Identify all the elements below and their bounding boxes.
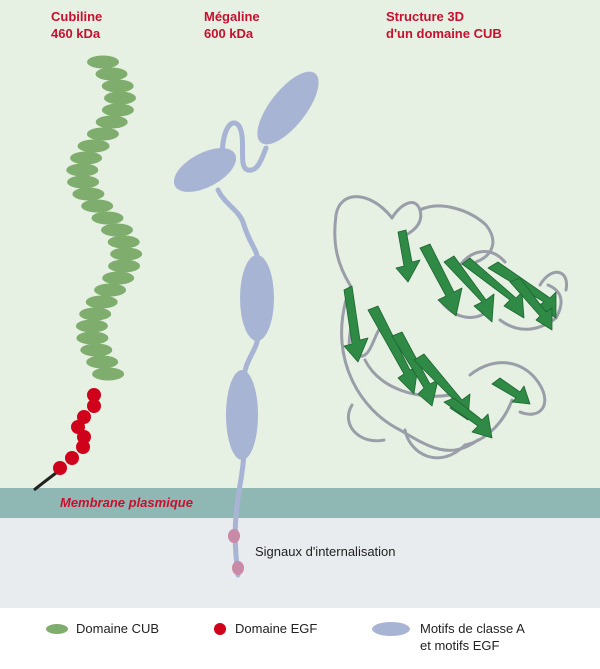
cub-domain <box>79 307 112 321</box>
legend-label-cub: Domaine CUB <box>76 621 160 636</box>
cubilin-molecule <box>33 55 143 492</box>
cub-domain <box>72 187 105 201</box>
egf-domain-swatch <box>214 623 226 635</box>
megalin-molecule <box>173 71 319 578</box>
megalin-stalk <box>215 187 261 578</box>
egf-domain <box>87 399 101 413</box>
internalisation-signal-2 <box>232 561 244 575</box>
legend-item-cub: Domaine CUB <box>46 620 159 637</box>
megalin-lobe-middle <box>240 255 274 341</box>
megalin-title: Mégaline 600 kDa <box>204 8 260 42</box>
megalin-lobe-upper <box>257 71 319 145</box>
cub-domain <box>101 223 133 237</box>
cub-domain <box>101 79 134 93</box>
megalin-lobe-lower <box>226 370 258 460</box>
legend-item-class-a: Motifs de classe A et motifs EGF <box>372 620 525 654</box>
cub-domain <box>102 271 135 285</box>
cub-domain-structure <box>333 195 569 460</box>
cub-domain <box>87 55 119 69</box>
egf-domain <box>87 388 101 402</box>
cub-domain <box>80 343 113 357</box>
legend-item-egf: Domaine EGF <box>214 620 317 637</box>
cub-domain-swatch <box>46 624 68 634</box>
cub-domain <box>85 295 118 309</box>
cub-domain <box>91 211 124 225</box>
cub-domain <box>110 247 143 261</box>
cub-domain <box>95 115 128 129</box>
class-a-motif-swatch <box>372 622 410 636</box>
membrane-label: Membrane plasmique <box>60 495 193 510</box>
cubilin-name: Cubiline <box>51 9 103 24</box>
megalin-name: Mégaline <box>204 9 260 24</box>
cub-domain <box>94 283 127 297</box>
cub-domain <box>95 67 128 81</box>
internalisation-signal-1 <box>228 529 240 543</box>
legend-label-class-a: Motifs de classe A et motifs EGF <box>420 620 525 654</box>
cub-structure-title-line1: Structure 3D <box>386 9 465 24</box>
egf-domain <box>77 410 91 424</box>
cub-domain <box>86 127 119 141</box>
cub-domain <box>76 331 109 345</box>
cub-domain <box>77 139 110 153</box>
cub-domain <box>66 163 99 177</box>
egf-domain <box>65 451 79 465</box>
cub-domain <box>101 103 134 117</box>
cub-domain <box>104 91 136 105</box>
legend-label-class-a-line1: Motifs de classe A <box>420 621 525 636</box>
cub-domain <box>92 367 125 381</box>
cub-domain <box>70 151 103 165</box>
legend-label-egf: Domaine EGF <box>235 621 318 636</box>
egf-domain <box>53 461 67 475</box>
cub-structure-title-line2: d'un domaine CUB <box>386 26 502 41</box>
internalisation-signals-label: Signaux d'internalisation <box>255 544 396 559</box>
legend-label-class-a-line2: et motifs EGF <box>420 638 500 653</box>
plasma-membrane <box>0 488 600 518</box>
cub-domain <box>108 259 141 273</box>
cub-structure-title: Structure 3D d'un domaine CUB <box>386 8 502 42</box>
beta-sheets <box>343 229 557 439</box>
cytoplasm-background <box>0 518 600 608</box>
cub-domain <box>107 235 140 249</box>
megalin-mass: 600 kDa <box>204 26 254 41</box>
megalin-hinge-loop <box>219 120 269 173</box>
legend: Domaine CUB Domaine EGF Motifs de classe… <box>0 608 600 669</box>
cub-domain <box>67 175 100 189</box>
cubilin-title: Cubiline 460 kDa <box>51 8 102 42</box>
cubilin-mass: 460 kDa <box>51 26 101 41</box>
cub-domain <box>75 319 108 333</box>
megalin-lobe-left <box>173 148 237 192</box>
cub-domain <box>81 199 114 213</box>
cub-domain <box>86 355 119 369</box>
